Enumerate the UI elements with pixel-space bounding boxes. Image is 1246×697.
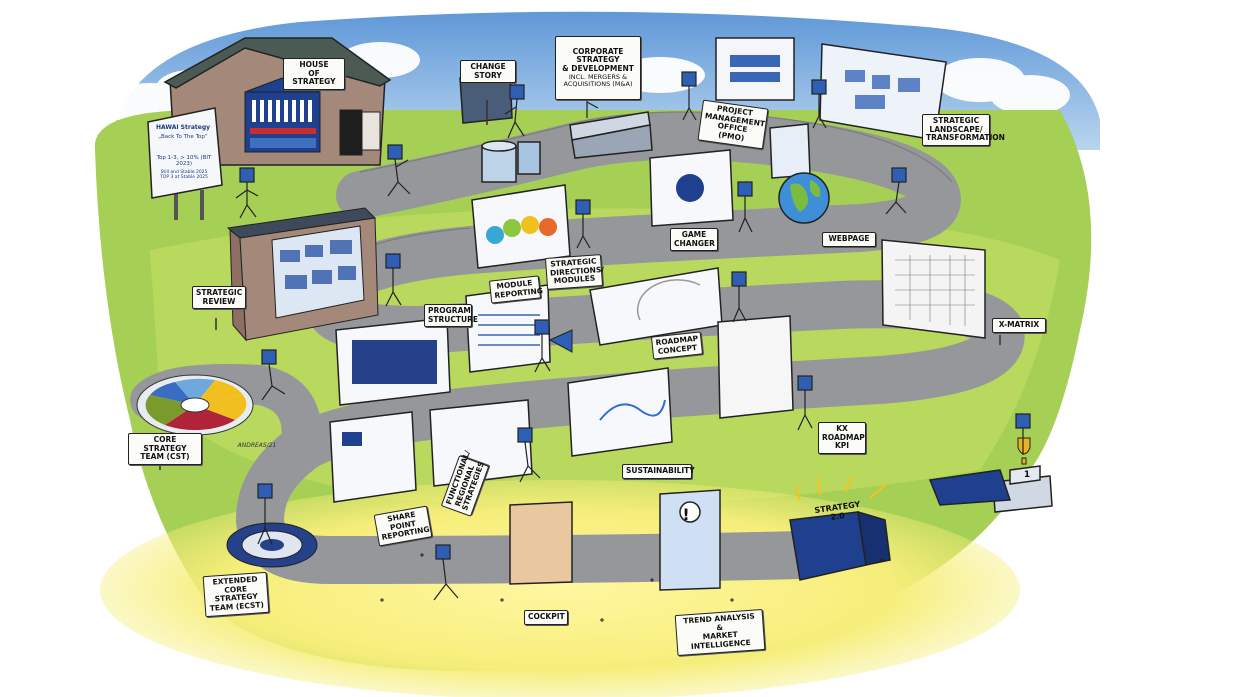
corporate-strategy-subtitle: incl. MERGERS & ACQUISITIONS (M&A) [563, 72, 633, 88]
extended-team-rug [226, 522, 318, 568]
podium-number: 1 [1023, 470, 1031, 480]
trophy-icon [1017, 437, 1031, 465]
sign-webpage: WEBPAGE [822, 232, 876, 247]
sign-x-matrix: X-MATRIX [992, 318, 1046, 333]
character [257, 483, 273, 545]
sign-extended-core-strategy-team: EXTENDED CORE STRATEGY TEAM (ECST) [202, 571, 270, 617]
character [534, 319, 551, 373]
billboard-target: Top 1-3, > 10% (BIT 2023) [156, 155, 212, 167]
globe-icon [778, 172, 830, 224]
sign-cockpit: COCKPIT [524, 610, 568, 625]
sustainability-board [567, 367, 673, 457]
sign-program-structure: PROGRAM STRUCTURE [424, 304, 478, 328]
billboard-subtitle: „Back To The Top“ [158, 134, 208, 140]
billboard-title: HAWAI Strategy [155, 124, 211, 131]
megaphone-icon [548, 329, 573, 353]
artist-signature: ANDREAS/21 [237, 442, 277, 449]
character [681, 71, 697, 121]
character [575, 199, 591, 249]
sign-strategic-review: STRATEGIC REVIEW [192, 286, 246, 310]
character [517, 427, 541, 483]
character [504, 84, 525, 139]
x-matrix-board [881, 239, 986, 339]
character [885, 167, 907, 215]
sign-corporate-strategy: CORPORATE STRATEGY & DEVELOPMENT incl. M… [555, 36, 641, 101]
character [387, 144, 411, 197]
exclamation-icon: ! [682, 505, 689, 524]
billboard [147, 107, 223, 220]
sign-strategic-directions-modules: STRATEGIC DIRECTIONS/ MODULES [544, 254, 604, 290]
sign-house-of-strategy: HOUSE OF STRATEGY [283, 58, 345, 90]
sign-game-changer: GAME CHANGER [670, 228, 718, 252]
webpage-board [769, 123, 811, 179]
strategic-review-box [226, 207, 379, 342]
kx-roadmap-board [717, 315, 794, 419]
corporate-strategy-title: CORPORATE STRATEGY & DEVELOPMENT [562, 46, 634, 73]
character [737, 181, 753, 233]
trend-analysis-board [659, 489, 721, 591]
cockpit-board [509, 501, 573, 585]
character [261, 349, 286, 401]
sign-change-story: CHANGE STORY [460, 60, 516, 84]
winner-podium [928, 465, 1053, 513]
boards [329, 37, 986, 591]
pmo-board [715, 37, 795, 101]
cylinders [481, 140, 541, 183]
character [385, 253, 402, 307]
strategy-circle-rug [136, 374, 254, 436]
sign-sustainability: SUSTAINABILITY [622, 464, 695, 479]
billboard-footnote: Still and Stable 2025 TOP 3 at Stable 20… [160, 170, 208, 180]
character [731, 271, 747, 323]
sign-kx-roadmap-kpi: KX ROADMAP KPI [818, 422, 866, 454]
sign-core-strategy-team: CORE STRATEGY TEAM (CST) [128, 433, 202, 465]
sign-strategic-landscape: STRATEGIC LANDSCAPE/ TRANSFORMATION [922, 114, 1005, 146]
character [433, 544, 459, 601]
sharepoint-board [329, 411, 417, 503]
character [811, 79, 827, 129]
character [797, 375, 813, 431]
sign-trend-analysis: TREND ANALYSIS & MARKET INTELLIGENCE [674, 608, 766, 656]
characters [235, 71, 1031, 601]
character [1015, 413, 1031, 455]
sparkles [380, 553, 884, 622]
svg-text:!: ! [682, 505, 689, 524]
desk [569, 111, 653, 159]
character [235, 167, 259, 219]
strategy-box [789, 475, 891, 581]
